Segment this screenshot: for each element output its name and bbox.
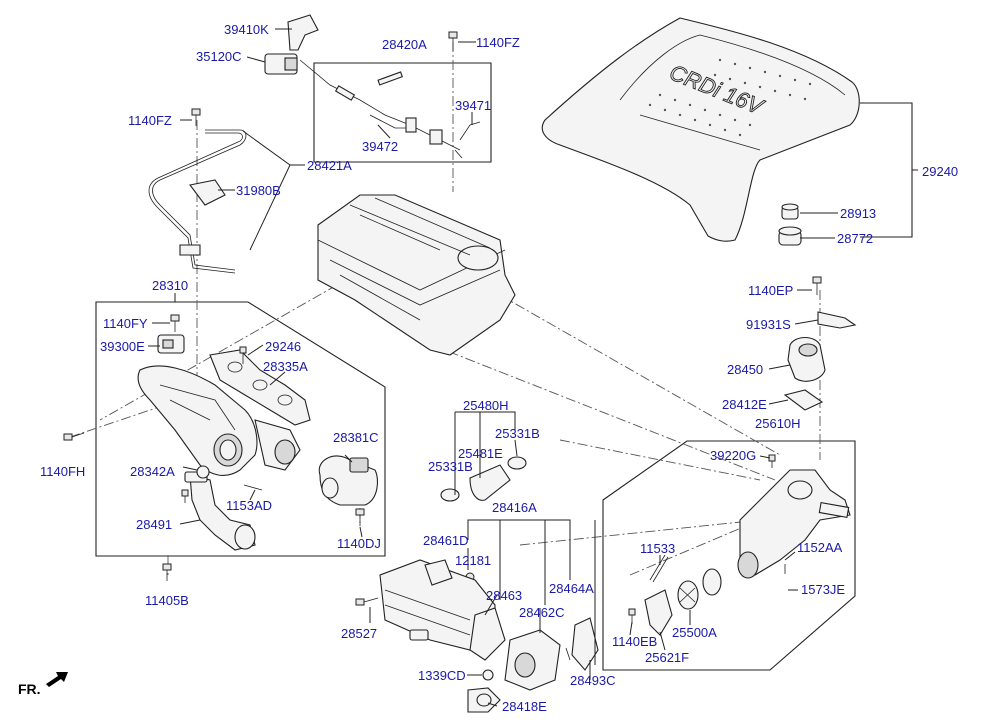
- exhaust-manifold: [137, 365, 301, 476]
- label-39220G: 39220G: [710, 448, 756, 463]
- label-1140DJ: 1140DJ: [337, 536, 381, 551]
- label-28772: 28772: [837, 231, 873, 246]
- label-28491: 28491: [136, 517, 172, 532]
- label-25500A: 25500A: [672, 625, 717, 640]
- gasket-28342A: [196, 465, 210, 479]
- label-39472: 39472: [362, 139, 398, 154]
- label-28381C: 28381C: [333, 430, 379, 445]
- label-28416A: 28416A: [492, 500, 537, 515]
- gasket-28418E: [467, 687, 501, 713]
- label-28461D: 28461D: [423, 533, 469, 548]
- label-1573JE: 1573JE: [801, 582, 845, 597]
- label-28450: 28450: [727, 362, 763, 377]
- label-35120C: 35120C: [196, 49, 242, 64]
- label-28418E: 28418E: [502, 699, 547, 714]
- egr-valve: [783, 311, 857, 411]
- manifold-gasket-28335A: [209, 349, 311, 426]
- label-39410K: 39410K: [224, 22, 269, 37]
- label-39471: 39471: [455, 98, 491, 113]
- plug-1339CD: [482, 669, 494, 681]
- thermostat-25500A: [677, 580, 699, 610]
- gasket-28463: [469, 607, 506, 661]
- label-28463: 28463: [486, 588, 522, 603]
- box-25610H: [602, 440, 856, 671]
- grommet-28772: [778, 226, 802, 246]
- label-1140FY: 1140FY: [103, 316, 148, 331]
- label-28310: 28310: [152, 278, 188, 293]
- label-28421A: 28421A: [307, 158, 352, 173]
- label-29240: 29240: [922, 164, 958, 179]
- box-28420A: [313, 62, 492, 163]
- label-25331B-right: 25331B: [495, 426, 540, 441]
- label-25481E: 25481E: [458, 446, 503, 461]
- label-39300E: 39300E: [100, 339, 145, 354]
- front-arrow-icon: [46, 672, 68, 687]
- box-28310: [95, 301, 386, 557]
- label-1140EB: 1140EB: [612, 634, 657, 649]
- label-28493C: 28493C: [570, 673, 616, 688]
- label-25610H: 25610H: [755, 416, 801, 431]
- label-1140FZ-left: 1140FZ: [128, 113, 172, 128]
- sensor-39300E: [157, 334, 185, 354]
- gasket-28464A: [571, 617, 599, 671]
- label-28342A: 28342A: [130, 464, 175, 479]
- label-28420A: 28420A: [382, 37, 427, 52]
- label-31980B: 31980B: [236, 183, 281, 198]
- label-25480H: 25480H: [463, 398, 509, 413]
- label-1339CD: 1339CD: [418, 668, 466, 683]
- label-28462C: 28462C: [519, 605, 565, 620]
- pin-11533: [649, 554, 666, 581]
- label-11533: 11533: [640, 541, 675, 556]
- label-1140FH: 1140FH: [40, 464, 85, 479]
- front-indicator: FR.: [18, 672, 68, 697]
- gasket-25621F: [644, 568, 722, 636]
- label-11405B: 11405B: [145, 593, 189, 608]
- bolt-icons: [63, 31, 822, 661]
- part-labels: 39410K 35120C 28420A 1140FZ 1140FZ 39471…: [40, 22, 958, 714]
- leader-lines: [148, 28, 838, 707]
- vacuum-hose-group: [299, 59, 481, 159]
- egr-valve-28462C: [504, 629, 561, 691]
- label-28335A: 28335A: [263, 359, 308, 374]
- cylinder-head: [317, 194, 516, 356]
- engine-cover: CRDi 16V: [541, 17, 860, 242]
- thermostat-housing: [737, 469, 851, 579]
- label-28527: 28527: [341, 626, 377, 641]
- solenoid-35120C: [264, 14, 319, 75]
- label-28913: 28913: [840, 206, 876, 221]
- label-91931S: 91931S: [746, 317, 791, 332]
- actuator-28381C: [318, 455, 379, 506]
- label-28412E: 28412E: [722, 397, 767, 412]
- grommet-28913: [781, 203, 799, 220]
- label-28464A: 28464A: [549, 581, 594, 596]
- label-1140EP: 1140EP: [748, 283, 793, 298]
- label-1153AD: 1153AD: [226, 498, 272, 513]
- label-1152AA: 1152AA: [797, 540, 843, 555]
- label-25331B-left: 25331B: [428, 459, 473, 474]
- label-29246: 29246: [265, 339, 301, 354]
- label-12181: 12181: [455, 553, 491, 568]
- label-1140FZ-top: 1140FZ: [476, 35, 520, 50]
- vacuum-pipe: [148, 129, 247, 274]
- front-label: FR.: [18, 681, 41, 697]
- label-25621F: 25621F: [645, 650, 689, 665]
